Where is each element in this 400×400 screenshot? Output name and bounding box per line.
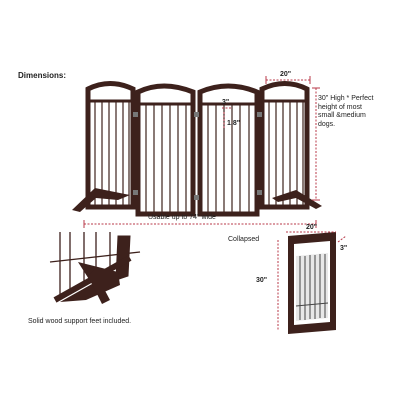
gate-panel-2 xyxy=(135,83,196,217)
dimensions-title: Dimensions: xyxy=(18,71,67,80)
height-note: 30" High * Perfect height of most small … xyxy=(318,95,374,128)
panel-width-label: 20" xyxy=(280,71,292,78)
right-foot xyxy=(272,190,322,209)
collapsed-width-label: 20" xyxy=(306,224,318,231)
collapsed-label: Collapsed xyxy=(228,236,260,243)
left-foot xyxy=(72,188,130,212)
gate-panels xyxy=(85,81,310,217)
dimension-lines xyxy=(84,79,317,225)
collapsed-height-label: 30" xyxy=(256,277,268,284)
gap-top-label: 3" xyxy=(222,99,230,106)
collapsed-dimension-lines xyxy=(277,231,347,330)
gate-panel-4 xyxy=(259,81,310,210)
feet-caption: Solid wood support feet included. xyxy=(28,318,132,325)
gap-bottom-label: 1.8" xyxy=(227,120,241,127)
collapsed-depth-label: 3" xyxy=(340,245,348,252)
gate-bars xyxy=(94,101,304,212)
gate-hinges xyxy=(133,112,262,200)
gate-panel-1 xyxy=(85,81,136,210)
usable-width-label: Usable up to 74" wide xyxy=(148,214,216,221)
collapsed-gate xyxy=(288,232,336,334)
support-feet xyxy=(72,188,322,212)
foot-closeup-base xyxy=(60,262,120,304)
dimension-ticks xyxy=(83,76,320,228)
